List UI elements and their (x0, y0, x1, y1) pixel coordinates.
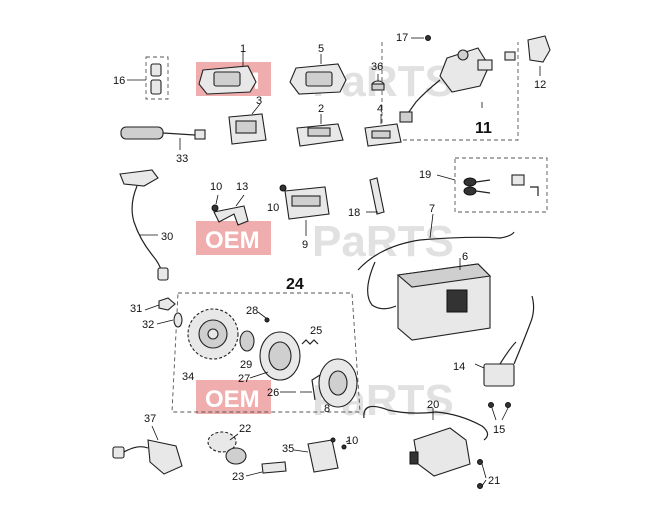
callout-16: 16 (113, 75, 125, 87)
callout-1: 1 (240, 43, 246, 55)
part-34-gear (187, 308, 239, 360)
watermark-oem: OEM (205, 386, 260, 413)
part-9-regulator (279, 184, 330, 236)
callout-26: 26 (267, 387, 279, 399)
part-22-gear (207, 431, 247, 465)
callout-12: 12 (534, 79, 546, 91)
part-8-stator (311, 358, 358, 408)
part-17-screw (411, 35, 431, 41)
part-31-nut (158, 297, 176, 311)
callout-9: 9 (302, 239, 308, 251)
callout-14: 14 (453, 361, 465, 373)
callout-2: 2 (318, 103, 324, 115)
watermark-middle: OEM PaRTS (196, 217, 454, 266)
callout-10-relay: 10 (346, 435, 358, 447)
part-28-roller (257, 311, 270, 323)
callout-3: 3 (256, 95, 262, 107)
callout-21: 21 (488, 475, 500, 487)
watermark-parts: PaRTS (312, 217, 454, 266)
part-5-switch-housing (289, 54, 347, 95)
callout-29: 29 (240, 359, 252, 371)
part-11-ignition-switch (399, 47, 516, 123)
part-3-switch (228, 103, 267, 145)
callout-20: 20 (427, 399, 439, 411)
callout-19: 19 (419, 169, 431, 181)
part-37-sensor (112, 425, 183, 475)
callout-25: 25 (310, 325, 322, 337)
part-1-switch-housing (198, 52, 257, 95)
part-19-key-set (463, 174, 539, 196)
part-25-spring (301, 339, 319, 345)
leader-19 (436, 174, 456, 181)
callout-33: 33 (176, 153, 188, 165)
callout-10-regulator: 10 (267, 202, 279, 214)
callout-17: 17 (396, 32, 408, 44)
callout-30: 30 (161, 231, 173, 243)
callout-11: 11 (475, 120, 492, 137)
part-16-relay (127, 63, 162, 95)
part-21-bolts (477, 459, 487, 489)
part-13-bracket (211, 194, 249, 226)
callout-22: 22 (239, 423, 251, 435)
part-20-starter-motor (363, 405, 489, 477)
callout-18: 18 (348, 207, 360, 219)
callout-35: 35 (282, 443, 294, 455)
part-15-screws (488, 402, 511, 421)
part-35-starter-relay (293, 437, 339, 473)
part-14-ignition-coil (474, 295, 535, 387)
part-27-flywheel (259, 331, 301, 381)
callout-13: 13 (236, 181, 248, 193)
callout-24: 24 (286, 276, 304, 293)
callout-4: 4 (377, 103, 383, 115)
group-box-24 (171, 292, 361, 413)
part-32-washer (173, 312, 183, 328)
callout-7: 7 (429, 203, 435, 215)
callout-6: 6 (462, 251, 468, 263)
callout-34: 34 (182, 371, 194, 383)
part-29-bearing (239, 330, 255, 352)
callout-31: 31 (130, 303, 142, 315)
callout-27: 27 (238, 373, 250, 385)
leader-31 (144, 304, 160, 311)
part-30-sensor (119, 169, 169, 281)
callout-15: 15 (493, 424, 505, 436)
callout-32: 32 (142, 319, 154, 331)
watermark-box (196, 380, 271, 414)
callout-23: 23 (232, 471, 244, 483)
callout-36: 36 (371, 61, 383, 73)
part-23-shaft (245, 461, 287, 477)
watermark-box (196, 221, 271, 255)
callout-10-bracket: 10 (210, 181, 222, 193)
part-12-cap (527, 35, 551, 76)
part-36-bulb (371, 74, 385, 91)
watermark-oem: OEM (205, 227, 260, 254)
part-6-battery (396, 258, 492, 341)
group-box-16 (145, 56, 169, 100)
part-2-switch (296, 114, 344, 147)
leader-27 (249, 371, 269, 379)
group-box-19 (454, 157, 548, 213)
callout-37: 37 (144, 413, 156, 425)
group-box-11 (381, 42, 519, 141)
part-4-switch (364, 114, 402, 147)
callout-5: 5 (318, 43, 324, 55)
callout-28: 28 (246, 305, 258, 317)
part-7-wiring-harness (357, 213, 515, 310)
part-10-screw-bottom (341, 439, 351, 450)
part-18-strap (366, 177, 385, 215)
part-33-sensor (120, 126, 206, 150)
leader-32 (156, 319, 174, 325)
callout-8: 8 (324, 403, 330, 415)
